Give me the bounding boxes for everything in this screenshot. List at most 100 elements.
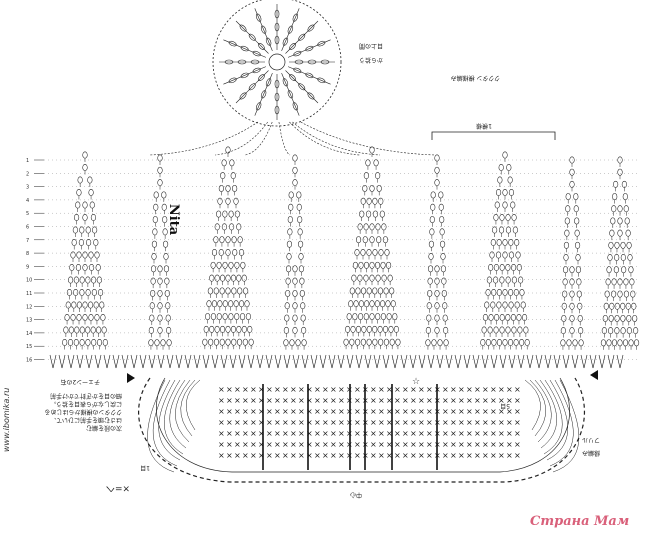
stitch-loop <box>217 300 223 308</box>
single-crochet-mark: × <box>378 451 385 460</box>
circle-petal <box>289 74 297 82</box>
single-crochet-mark: × <box>458 429 465 438</box>
single-crochet-mark: × <box>458 396 465 405</box>
single-crochet-mark: × <box>474 407 481 416</box>
stitch-loop <box>493 276 499 284</box>
single-crochet-mark: × <box>314 418 321 427</box>
single-crochet-mark: × <box>442 385 449 394</box>
stitch-loop <box>497 176 503 184</box>
stitch-loop <box>150 265 157 273</box>
stitch-loop <box>427 289 433 297</box>
stitch-loop <box>219 325 226 333</box>
fringe-stitch <box>607 354 612 369</box>
circle-petal <box>252 50 261 57</box>
single-crochet-mark: × <box>506 440 513 449</box>
stitch-loop <box>604 290 610 298</box>
stitch-loop <box>228 210 234 218</box>
stitch-loop <box>348 300 354 308</box>
base-outline <box>138 377 585 483</box>
stitch-loop <box>613 266 619 274</box>
single-crochet-mark: × <box>514 440 521 449</box>
stitch-loop <box>611 205 617 213</box>
stitch-loop <box>222 313 228 321</box>
stitch-loop <box>355 287 361 295</box>
stitch-loop <box>358 300 364 308</box>
connector-line <box>244 121 273 156</box>
single-crochet-mark: × <box>386 429 393 438</box>
stitch-loop <box>228 261 234 269</box>
stitch-loop <box>358 261 364 269</box>
single-crochet-mark: × <box>458 451 465 460</box>
stitch-loop <box>216 313 222 321</box>
stitch-loop <box>499 326 505 334</box>
stitch-loop <box>288 203 294 211</box>
circle-petal <box>260 90 267 99</box>
stitch-loop <box>90 326 96 334</box>
stitch-loop <box>78 239 84 246</box>
fringe-stitch <box>139 354 144 369</box>
single-crochet-mark: × <box>514 429 521 438</box>
stitch-loop <box>490 239 496 246</box>
stitch-loop <box>214 325 220 333</box>
fringe-stitch <box>70 354 75 369</box>
stitch-loop <box>70 314 76 321</box>
stitch-loop <box>520 301 526 309</box>
circle-petal <box>305 45 314 52</box>
fringe-stitch <box>112 354 117 369</box>
fringe-stitch <box>61 354 66 369</box>
single-crochet-mark: × <box>498 429 505 438</box>
single-crochet-mark: × <box>226 429 233 438</box>
stitch-loop <box>149 314 155 322</box>
arrow-head <box>590 370 598 380</box>
stitch-loop <box>164 277 170 285</box>
fringe-stitch <box>178 354 183 369</box>
single-crochet-mark: × <box>474 440 481 449</box>
fringe-stitch <box>295 354 300 369</box>
fringe-stitch <box>364 354 369 369</box>
circle-petal <box>257 74 265 82</box>
stitch-loop <box>363 274 369 282</box>
stitch-loop <box>301 339 307 347</box>
stitch-loop <box>76 189 82 196</box>
stitch-loop <box>393 325 399 333</box>
stitch-loop <box>574 217 580 225</box>
fringe-stitch <box>130 354 135 369</box>
stitch-loop <box>236 223 242 231</box>
circle-spoke <box>287 66 331 85</box>
stitch-loop <box>157 314 163 322</box>
single-crochet-mark: × <box>354 418 361 427</box>
stitch-loop <box>508 251 515 259</box>
stitch-loop <box>220 274 226 282</box>
single-crochet-mark: × <box>234 418 241 427</box>
single-crochet-mark: × <box>234 396 241 405</box>
stitch-loop <box>362 184 368 192</box>
fringe-stitch <box>292 354 297 369</box>
single-crochet-mark: × <box>394 385 401 394</box>
stitch-loop <box>569 168 575 176</box>
stitch-loop <box>79 326 85 334</box>
row-number: 1 <box>26 158 29 164</box>
stitch-loop <box>633 339 640 347</box>
stitch-loop <box>225 197 231 205</box>
single-crochet-mark: × <box>490 418 497 427</box>
single-crochet-mark: × <box>506 385 513 394</box>
stitch-loop <box>519 289 525 296</box>
stitch-loop <box>72 226 78 234</box>
fringe-stitch <box>466 354 471 369</box>
stitch-loop <box>383 338 389 346</box>
fringe-stitch <box>556 354 561 369</box>
stitch-loop <box>614 241 620 249</box>
fringe-stitch <box>544 354 549 369</box>
stitch-loop <box>629 278 635 286</box>
stitch-loop <box>68 276 74 284</box>
stitch-loop <box>434 277 440 285</box>
fringe-stitch <box>232 354 237 369</box>
stitch-loop <box>499 264 505 271</box>
stitch-loop <box>86 239 92 246</box>
single-crochet-mark: × <box>282 429 289 438</box>
single-crochet-mark: × <box>354 396 361 405</box>
single-crochet-mark: × <box>450 407 457 416</box>
stitch-loop <box>203 325 209 333</box>
circle-outline <box>212 0 342 127</box>
stitch-loop <box>440 253 446 260</box>
